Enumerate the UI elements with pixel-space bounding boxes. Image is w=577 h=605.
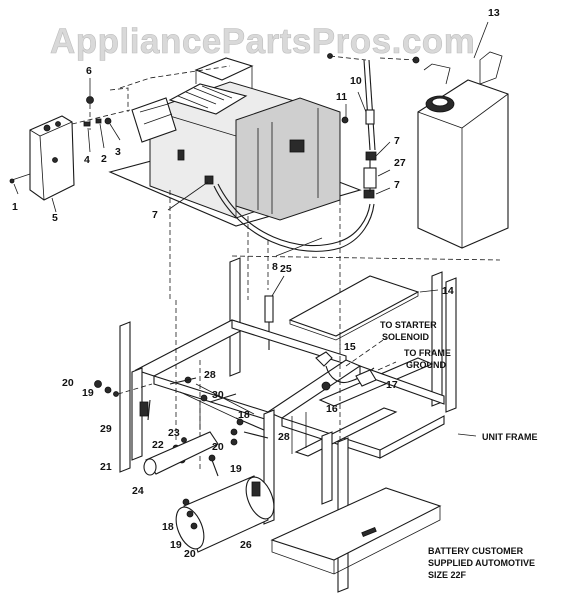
callout-21: 21: [100, 461, 112, 473]
callout-16: 16: [326, 403, 338, 415]
diagram-notes: TO STARTER SOLENOID TO FRAME GROUND UNIT…: [380, 320, 538, 580]
callout-22: 22: [152, 439, 164, 451]
callout-7a: 7: [152, 209, 158, 221]
part-callouts: 1 2 3 4 5 6 7 7 7 8 10 11 13 14 15 16 17…: [12, 7, 500, 560]
note-battery-line2: SUPPLIED AUTOMOTIVE: [428, 558, 535, 568]
note-battery-line1: BATTERY CUSTOMER: [428, 546, 524, 556]
callout-14: 14: [442, 285, 454, 297]
callout-20b: 20: [212, 441, 224, 453]
callout-25: 25: [280, 263, 292, 275]
callout-28a: 28: [204, 369, 216, 381]
bracket-part: [9, 115, 75, 201]
callout-7b: 7: [394, 135, 400, 147]
callout-11: 11: [336, 91, 347, 103]
note-starter-line1: TO STARTER: [380, 320, 437, 330]
note-starter-line2: SOLENOID: [382, 332, 430, 342]
callout-13: 13: [488, 7, 500, 19]
callout-23: 23: [168, 427, 180, 439]
guide-line: [119, 65, 231, 89]
callout-10: 10: [350, 75, 362, 87]
note-unit-frame: UNIT FRAME: [482, 432, 538, 442]
exhaust-pipe: [143, 431, 219, 476]
engine-generator-assembly: [108, 57, 362, 227]
callout-3: 3: [115, 146, 121, 158]
callout-4: 4: [84, 154, 90, 166]
callout-19b: 19: [230, 463, 242, 475]
muffler: [175, 454, 275, 553]
leader-lines: [13, 21, 489, 437]
callout-7c: 7: [394, 179, 400, 191]
callout-20a: 20: [62, 377, 74, 389]
callout-2: 2: [101, 153, 107, 165]
callout-30: 30: [212, 389, 224, 401]
fuel-tank: [327, 51, 509, 249]
callout-8: 8: [272, 261, 278, 273]
note-battery-line3: SIZE 22F: [428, 570, 467, 580]
small-hardware-top-left: [71, 87, 131, 130]
watermark-text: AppliancePartsPros.com: [50, 22, 475, 61]
callout-28b: 28: [278, 431, 290, 443]
callout-18b: 18: [162, 521, 174, 533]
callout-17: 17: [386, 379, 398, 391]
callout-19a: 19: [82, 387, 94, 399]
callout-26: 26: [240, 539, 252, 551]
rod-part: [264, 295, 274, 350]
callout-27: 27: [394, 157, 406, 169]
callout-29: 29: [100, 423, 112, 435]
callout-24: 24: [132, 485, 144, 497]
callout-19c: 19: [170, 539, 182, 551]
callout-15: 15: [344, 341, 356, 353]
callout-18a: 18: [238, 409, 250, 421]
callout-20c: 20: [184, 548, 196, 560]
note-frame-ground-line1: TO FRAME: [404, 348, 451, 358]
note-frame-ground-line2: GROUND: [406, 360, 446, 370]
cover-panel: [231, 255, 501, 341]
callout-6: 6: [86, 65, 92, 77]
callout-5: 5: [52, 212, 58, 224]
callout-1: 1: [12, 201, 18, 213]
